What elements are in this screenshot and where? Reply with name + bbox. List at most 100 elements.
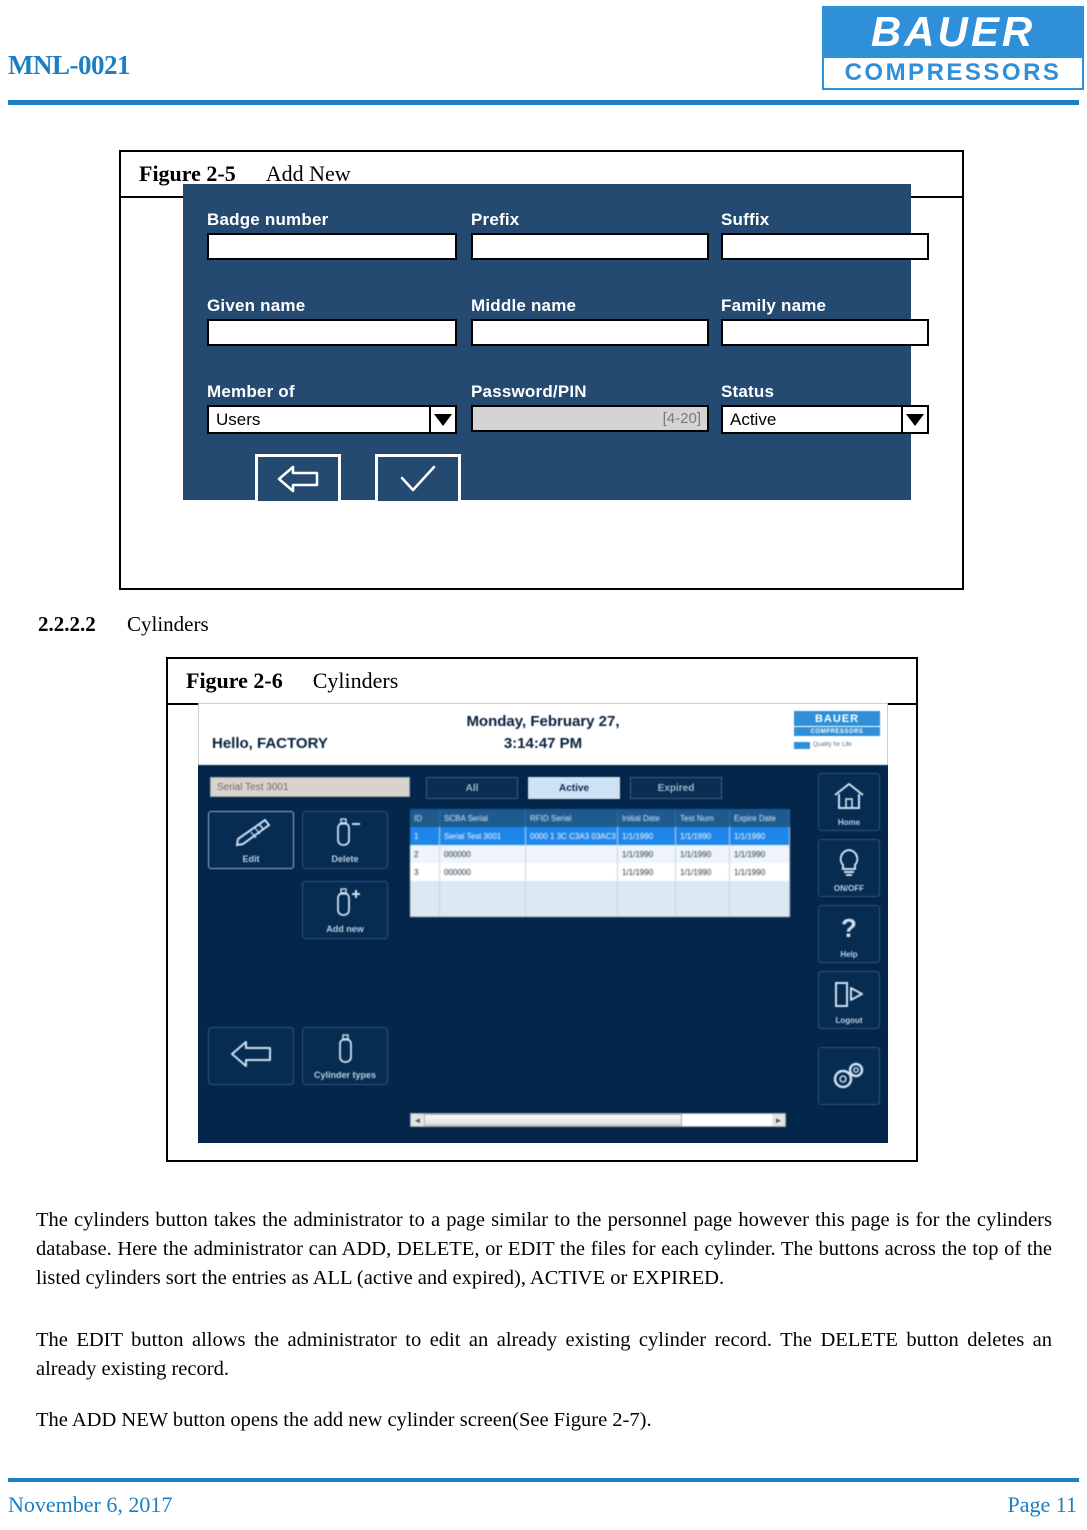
input-given-name[interactable] [207, 319, 457, 346]
figure-2-5: Figure 2-5 Add New Badge number Prefix S… [119, 150, 964, 590]
input-suffix[interactable] [721, 233, 929, 260]
input-middle-name[interactable] [471, 319, 709, 346]
cylinders-screenshot: Hello, FACTORY Monday, February 27, 3:14… [198, 703, 888, 1143]
select-member-of-value: Users [216, 409, 261, 429]
screen-logo-top: BAUER [794, 711, 880, 726]
chevron-down-icon[interactable] [429, 407, 455, 432]
delete-button[interactable]: Delete [302, 811, 388, 869]
help-button[interactable]: ? Help [818, 905, 880, 963]
date-line: Monday, February 27, [466, 713, 620, 730]
cell-test-num: 1/1/1990 [676, 827, 730, 845]
input-password-pin[interactable]: [4-20] [471, 405, 709, 432]
search-input-value: Serial Test 3001 [217, 781, 289, 793]
scrollbar-track[interactable] [424, 1114, 772, 1126]
label-prefix: Prefix [471, 210, 520, 229]
delete-button-label: Delete [331, 854, 359, 864]
footer-date: November 6, 2017 [8, 1492, 173, 1517]
logo-swatch [794, 741, 810, 749]
home-button[interactable]: Home [818, 773, 880, 831]
edit-button-label: Edit [242, 854, 260, 864]
footer-divider [8, 1478, 1079, 1482]
page-header: MNL-0021 BAUER COMPRESSORS [0, 0, 1087, 108]
figure-2-5-number: Figure 2-5 [139, 161, 236, 186]
add-new-button[interactable]: Add new [302, 881, 388, 939]
cell-expire-date: 1/1/1990 [730, 863, 790, 881]
screen-logo-mid: COMPRESSORS [794, 727, 880, 736]
scrollbar-thumb[interactable] [424, 1114, 682, 1126]
field-status: Status Active [721, 382, 929, 434]
settings-gears-button[interactable] [818, 1047, 880, 1105]
filter-expired-button[interactable]: Expired [630, 777, 722, 799]
field-member-of: Member of Users [207, 382, 457, 434]
input-badge-number[interactable] [207, 233, 457, 260]
label-member-of: Member of [207, 382, 295, 401]
label-status: Status [721, 382, 775, 401]
figure-2-5-title: Add New [265, 161, 351, 186]
column-header-rfid-serial: RFID Serial [526, 809, 618, 827]
onoff-button[interactable]: ON/OFF [818, 839, 880, 897]
table-row-empty [410, 899, 790, 917]
cylinder-plus-icon [325, 882, 365, 924]
checkmark-icon [400, 465, 436, 492]
cell-scba-serial: 000000 [440, 845, 526, 863]
table-row[interactable]: 3 000000 1/1/1990 1/1/1990 1/1/1990 [410, 863, 790, 881]
datetime-display: Monday, February 27, 3:14:47 PM [198, 711, 888, 755]
select-member-of[interactable]: Users [207, 405, 457, 434]
cell-expire-date: 1/1/1990 [730, 827, 790, 845]
label-family-name: Family name [721, 296, 827, 315]
edit-button[interactable]: Edit [208, 811, 294, 869]
cell-rfid-serial [526, 845, 618, 863]
paragraph-cylinders-overview: The cylinders button takes the administr… [36, 1208, 1052, 1289]
cylinder-types-button[interactable]: Cylinder types [302, 1027, 388, 1085]
filter-all-button[interactable]: All [426, 777, 518, 799]
chevron-down-icon[interactable] [901, 407, 927, 432]
column-header-scba-serial: SCBA Serial [440, 809, 526, 827]
bauer-logo-bottom: COMPRESSORS [822, 58, 1084, 90]
cell-initial-date: 1/1/1990 [618, 845, 676, 863]
table-row[interactable]: 1 Serial Test 3001 0000 1 3C C3A3 03AC3 … [410, 827, 790, 845]
gears-icon [829, 1048, 869, 1101]
home-button-label: Home [837, 818, 861, 827]
cylinder-minus-icon [325, 812, 365, 854]
field-password-pin: Password/PIN [4-20] [471, 382, 709, 432]
cell-test-num: 1/1/1990 [676, 863, 730, 881]
column-header-test-num: Test Num [676, 809, 730, 827]
horizontal-scrollbar[interactable]: ◄ ► [410, 1113, 786, 1127]
svg-text:?: ? [841, 913, 857, 943]
field-given-name: Given name [207, 296, 457, 346]
back-arrow-icon [228, 1028, 274, 1080]
house-icon [832, 774, 866, 818]
screen-back-button[interactable] [208, 1027, 294, 1085]
cylinders-table[interactable]: ID SCBA Serial RFID Serial Initial Date … [410, 809, 790, 917]
header-divider [8, 100, 1079, 105]
cell-scba-serial: Serial Test 3001 [440, 827, 526, 845]
filter-active-button[interactable]: Active [528, 777, 620, 799]
bauer-logo: BAUER COMPRESSORS [822, 6, 1084, 90]
lightbulb-icon [834, 840, 864, 884]
select-status[interactable]: Active [721, 405, 929, 434]
time-line: 3:14:47 PM [503, 734, 583, 752]
search-input[interactable]: Serial Test 3001 [210, 777, 410, 797]
greeting-text: Hello, FACTORY [212, 735, 328, 752]
logout-door-icon [832, 972, 866, 1016]
cell-expire-date: 1/1/1990 [730, 845, 790, 863]
field-family-name: Family name [721, 296, 929, 346]
scroll-right-arrow-icon[interactable]: ► [772, 1114, 785, 1126]
add-new-button-label: Add new [326, 924, 364, 934]
paragraph-edit-delete: The EDIT button allows the administrator… [36, 1328, 1052, 1380]
field-suffix: Suffix [721, 210, 929, 260]
add-new-form-panel: Badge number Prefix Suffix Given name Mi… [183, 184, 929, 504]
figure-2-6-caption: Figure 2-6 Cylinders [168, 659, 916, 705]
bauer-logo-top: BAUER [822, 6, 1084, 58]
table-row[interactable]: 2 000000 1/1/1990 1/1/1990 1/1/1990 [410, 845, 790, 863]
confirm-button[interactable] [375, 454, 461, 504]
label-given-name: Given name [207, 296, 306, 315]
logout-button[interactable]: Logout [818, 971, 880, 1029]
password-pin-hint: [4-20] [662, 410, 701, 427]
input-prefix[interactable] [471, 233, 709, 260]
scroll-left-arrow-icon[interactable]: ◄ [411, 1114, 424, 1126]
screen-bauer-logo: BAUER COMPRESSORS Quality for Life [794, 711, 880, 755]
logout-button-label: Logout [835, 1016, 863, 1025]
input-family-name[interactable] [721, 319, 929, 346]
back-button[interactable] [255, 454, 341, 504]
